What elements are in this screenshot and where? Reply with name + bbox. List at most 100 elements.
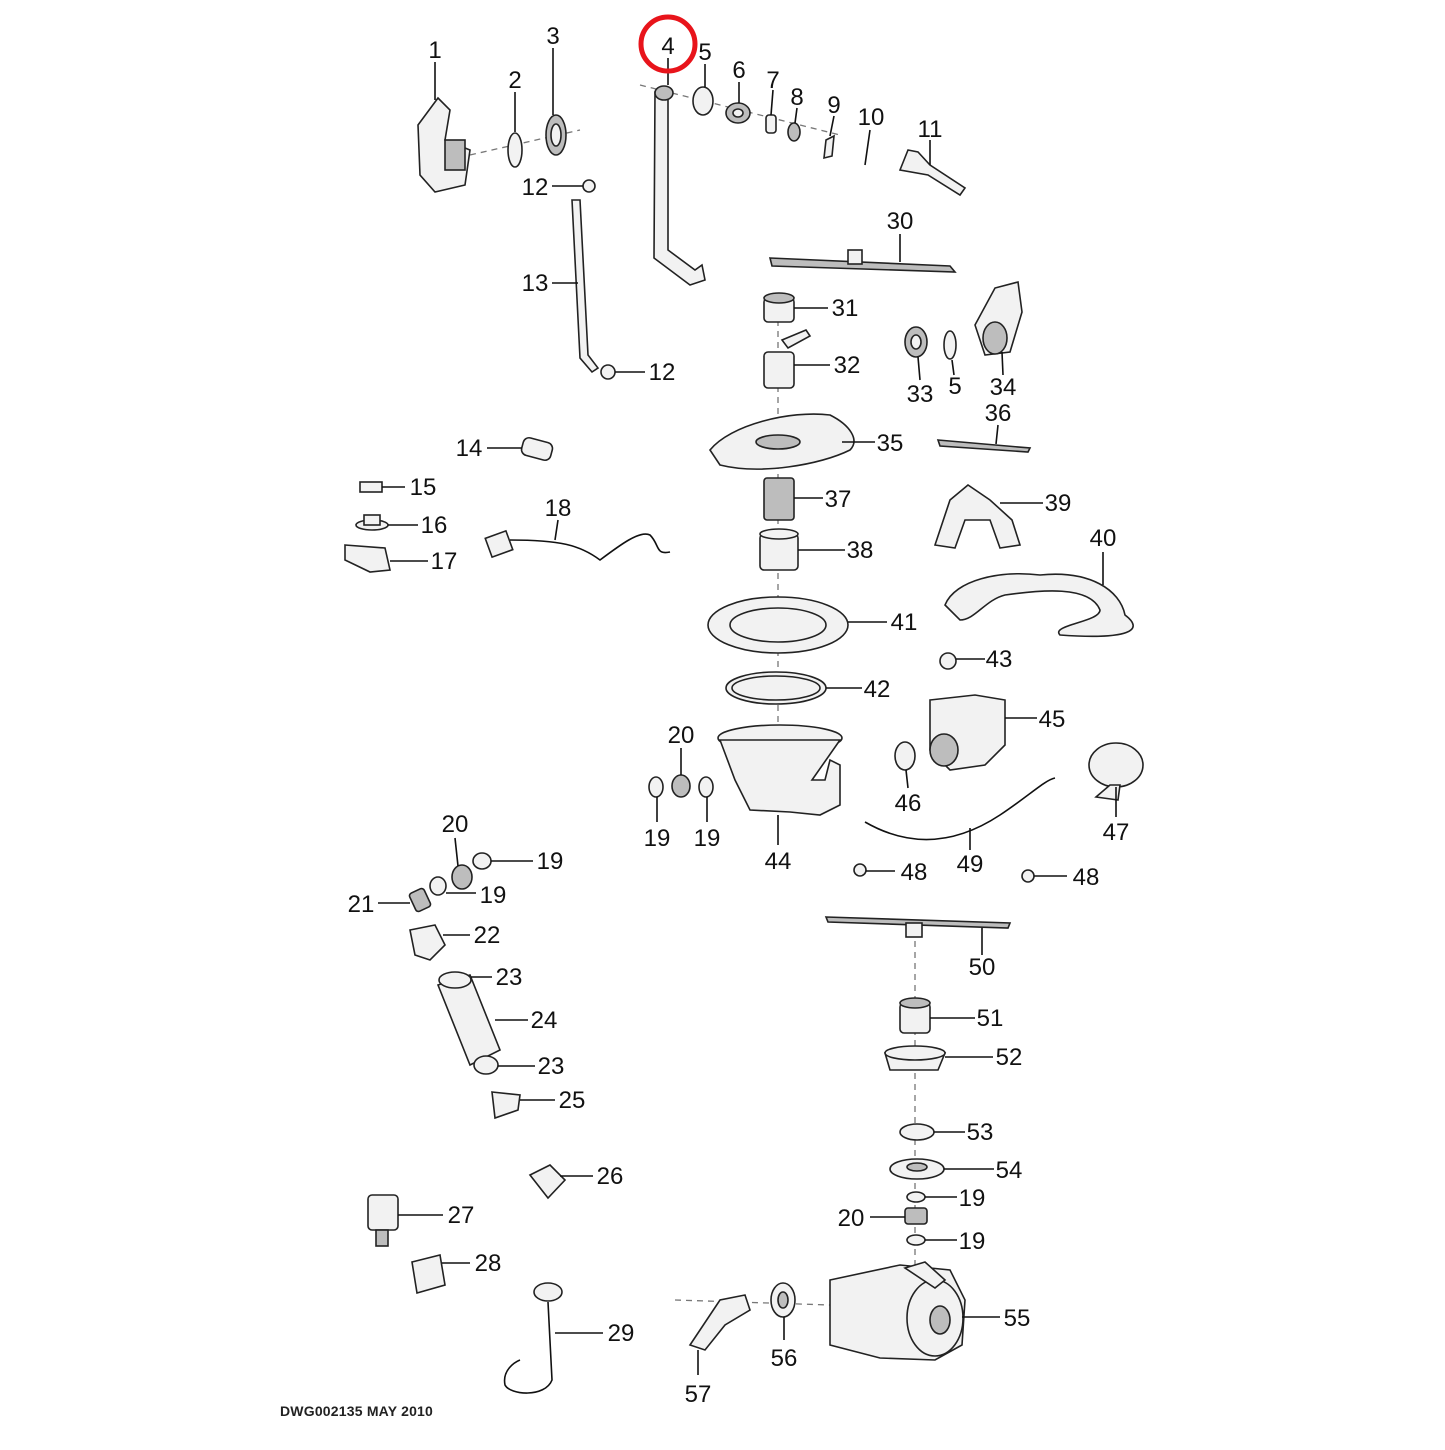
callout-4: 4 [661,33,674,60]
part-23-seal-b [473,1055,535,1075]
callout-48-a: 48 [901,859,928,886]
axis-parts-1-3 [469,129,581,156]
callout-21: 21 [348,891,375,918]
callout-12-upper: 12 [522,174,549,201]
part-19-oring-d [429,876,476,896]
part-43-clamp [939,652,985,670]
part-14-filter [487,436,554,462]
callout-19-f: 19 [959,1228,986,1255]
callout-54: 54 [996,1157,1023,1184]
part-16-cap [355,514,418,531]
callout-12-lower: 12 [649,359,676,386]
callout-37: 37 [825,486,852,513]
callout-51: 51 [977,1005,1004,1032]
part-36-gasket [936,424,1032,453]
callout-31: 31 [832,295,859,322]
callout-1: 1 [428,37,441,64]
callout-22: 22 [474,922,501,949]
part-54-flange [889,1158,994,1180]
part-50-lower-spray-arm [824,916,1012,955]
callout-28: 28 [475,1250,502,1277]
part-20-connector-c [870,1207,928,1225]
part-56-seal [770,1282,796,1340]
part-40-drain-hose [944,552,1134,638]
part-22-elbow [409,924,470,961]
callout-16: 16 [421,512,448,539]
callout-8: 8 [790,84,803,111]
callout-55: 55 [1004,1305,1031,1332]
part-20-connector-b [451,837,473,890]
callout-23-a: 23 [496,964,523,991]
callout-48-b: 48 [1073,864,1100,891]
callout-56: 56 [771,1345,798,1372]
part-29-float-tube [503,1282,603,1394]
callout-42: 42 [864,676,891,703]
part-44-sump [717,724,843,845]
part-12-clamp-lower [600,364,645,380]
callout-19-b: 19 [694,825,721,852]
callout-47: 47 [1103,819,1130,846]
part-21-spring [378,887,432,913]
callout-15: 15 [410,474,437,501]
part-5-oring [692,64,714,116]
part-51-connector [899,997,975,1034]
callout-19-e: 19 [959,1185,986,1212]
highlight-circle [638,14,698,74]
callout-33: 33 [907,381,934,408]
part-20-connector-a [671,748,691,798]
part-46-oring [894,741,916,789]
part-33-nut [904,326,928,381]
part-9-clip [823,115,835,160]
callout-46: 46 [895,790,922,817]
callout-38: 38 [847,537,874,564]
part-28-plate [411,1254,470,1295]
callout-57: 57 [685,1381,712,1408]
part-48-clamp-b [1021,869,1067,883]
part-2-ring [507,92,523,168]
part-53-oring [899,1123,965,1141]
callout-3: 3 [546,23,559,50]
part-24-heater [436,971,528,1067]
callout-11: 11 [918,116,943,143]
part-42-seal [725,671,862,705]
callout-25: 25 [559,1087,586,1114]
callout-6: 6 [732,57,745,84]
callout-13: 13 [522,270,549,297]
callout-17: 17 [431,548,458,575]
callout-43: 43 [986,646,1013,673]
callout-7: 7 [766,67,779,94]
part-6-nut [725,82,751,124]
callout-49: 49 [957,851,984,878]
part-34-housing [974,280,1023,376]
part-17-bracket [344,544,428,573]
part-49-tube [864,777,1056,850]
callout-9: 9 [827,92,840,119]
part-47-pressure-switch [1088,742,1144,817]
callout-36: 36 [985,400,1012,427]
part-18-power-cord [484,519,671,561]
part-12-clamp-upper [552,179,596,193]
callout-18: 18 [545,495,572,522]
callout-14: 14 [456,435,483,462]
part-5-oring-second [943,330,957,376]
callout-23-b: 23 [538,1053,565,1080]
part-38-filter-cup [759,528,845,571]
part-3-nut [545,48,567,156]
drawing-code-caption: DWG002135 MAY 2010 [280,1403,434,1419]
callout-34: 34 [990,374,1017,401]
part-55-wash-motor [829,1261,1000,1361]
part-41-ring [707,596,887,654]
part-31-nozzle-nut [763,292,828,323]
callout-30: 30 [887,208,914,235]
callout-10: 10 [858,104,885,131]
part-15-sensor [359,481,405,493]
axis-parts-56-57 [674,1299,831,1306]
part-10-pin [864,129,871,166]
callout-27: 27 [448,1202,475,1229]
part-39-bracket [933,483,1043,549]
callout-5: 5 [698,39,711,66]
part-19-oring-e [906,1191,957,1203]
part-57-bracket [688,1294,751,1375]
callout-52: 52 [996,1044,1023,1071]
